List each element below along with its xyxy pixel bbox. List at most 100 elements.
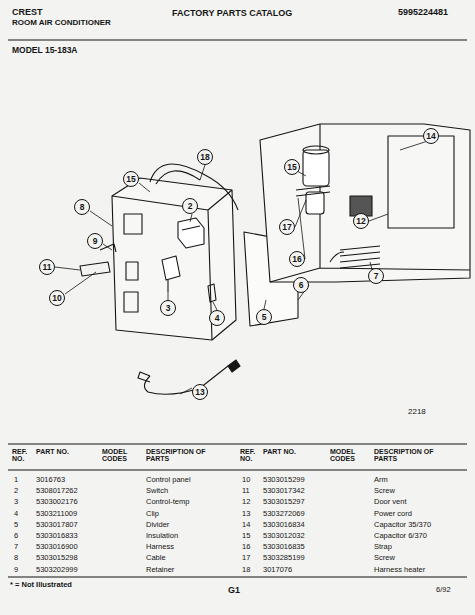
table-cell: 5303017342	[263, 487, 305, 495]
table-cell: 5303015298	[36, 554, 78, 562]
callout-circle: 10	[49, 290, 65, 306]
model-heading: MODEL 15-183A	[12, 46, 78, 55]
table-cell: 1	[14, 476, 18, 484]
table-cell: 5303015297	[263, 498, 305, 506]
table-cell: 15	[242, 532, 250, 540]
table-cell: Capacitor 35/370	[374, 521, 431, 529]
table-cell: Strap	[374, 543, 392, 551]
callout-circle: 8	[74, 199, 90, 215]
table-cell: 10	[242, 476, 250, 484]
table-cell: Retainer	[146, 566, 174, 574]
table-cell: 11	[242, 487, 250, 495]
table-cell: 6	[14, 532, 18, 540]
table-header: PART NO.	[263, 448, 307, 455]
table-cell: 5303016835	[263, 543, 305, 551]
page-title: FACTORY PARTS CATALOG	[172, 8, 292, 18]
footer-text: G1	[228, 586, 240, 595]
table-cell: 5303211009	[36, 510, 77, 518]
table-header: DESCRIPTION OF PARTS	[146, 448, 224, 463]
table-cell: 5303016834	[263, 521, 305, 529]
callout-circle: 4	[209, 310, 225, 326]
callout-number: 4	[215, 314, 220, 323]
table-cell: Control-temp	[146, 498, 189, 506]
table-cell: 2	[14, 487, 18, 495]
callout-number: 3	[166, 304, 171, 313]
table-cell: 9	[14, 566, 18, 574]
table-cell: Screw	[374, 554, 395, 562]
callout-number: 12	[356, 217, 365, 226]
table-cell: 5	[14, 521, 18, 529]
table-cell: 3017076	[263, 566, 292, 574]
table-cell: Screw	[374, 487, 395, 495]
footer-text: * = Not Illustrated	[10, 581, 72, 589]
callout-circle: 13	[192, 384, 208, 400]
table-cell: 5308017262	[36, 487, 78, 495]
callout-number: 18	[200, 153, 209, 162]
table-cell: 18	[242, 566, 250, 574]
callout-circle: 3	[160, 300, 176, 316]
table-header: DESCRIPTION OF PARTS	[374, 448, 452, 463]
table-cell: 3	[14, 498, 18, 506]
figure-number: 2218	[408, 408, 426, 416]
table-header: REF. NO.	[12, 448, 36, 463]
table-cell: 5303002176	[36, 498, 78, 506]
table-cell: 14	[242, 521, 250, 529]
table-cell: Arm	[374, 476, 388, 484]
callout-number: 15	[287, 163, 296, 172]
brand-name: CREST	[12, 8, 43, 17]
table-cell: 5303016900	[36, 543, 78, 551]
table-cell: 5303016833	[36, 532, 78, 540]
callout-circle: 18	[197, 149, 213, 165]
callout-number: 11	[43, 263, 52, 272]
callout-circle: 6	[293, 277, 309, 293]
callout-circle: 15	[284, 159, 300, 175]
callout-circle: 17	[279, 219, 295, 235]
callout-number: 10	[52, 294, 61, 303]
callout-number: 8	[80, 203, 85, 212]
table-cell: 7	[14, 543, 18, 551]
table-cell: 5303285199	[263, 554, 305, 562]
callout-circle: 7	[368, 268, 384, 284]
table-cell: 12	[242, 498, 250, 506]
callout-circle: 9	[87, 233, 103, 249]
callout-number: 5	[262, 313, 267, 322]
table-cell: 5303015299	[263, 476, 305, 484]
table-cell: Clip	[146, 510, 159, 518]
table-cell: 5303202999	[36, 566, 78, 574]
table-cell: 4	[14, 510, 18, 518]
table-cell: 13	[242, 510, 250, 518]
product-line: ROOM AIR CONDITIONER	[12, 19, 111, 27]
table-cell: 17	[242, 554, 250, 562]
table-cell: Power cord	[374, 510, 412, 518]
table-cell: Harness heater	[374, 566, 425, 574]
table-header: REF. NO.	[240, 448, 264, 463]
callout-circle: 2	[182, 198, 198, 214]
table-header: MODEL CODES	[330, 448, 360, 463]
callout-number: 13	[195, 388, 204, 397]
callout-number: 9	[93, 237, 98, 246]
catalog-number: 5995224481	[398, 8, 448, 17]
table-cell: Door vent	[374, 498, 407, 506]
table-cell: 8	[14, 554, 18, 562]
callout-circle: 12	[353, 213, 369, 229]
table-cell: Divider	[146, 521, 169, 529]
table-cell: 5303272069	[263, 510, 305, 518]
table-cell: 5303017807	[36, 521, 78, 529]
callout-number: 6	[299, 281, 304, 290]
table-cell: Capacitor 6/370	[374, 532, 427, 540]
table-cell: Control panel	[146, 476, 191, 484]
callout-circle: 15	[123, 171, 139, 187]
callout-number: 15	[126, 175, 135, 184]
table-cell: Insulation	[146, 532, 178, 540]
table-cell: 16	[242, 543, 250, 551]
callout-number: 14	[426, 132, 435, 141]
table-header: PART NO.	[36, 448, 80, 455]
callout-circle: 14	[423, 128, 439, 144]
callout-number: 2	[188, 202, 193, 211]
table-cell: Harness	[146, 543, 174, 551]
callout-circle: 16	[289, 251, 305, 267]
callout-circle: 5	[256, 309, 272, 325]
table-cell: 5303012032	[263, 532, 305, 540]
callout-number: 16	[292, 255, 301, 264]
table-header: MODEL CODES	[102, 448, 132, 463]
